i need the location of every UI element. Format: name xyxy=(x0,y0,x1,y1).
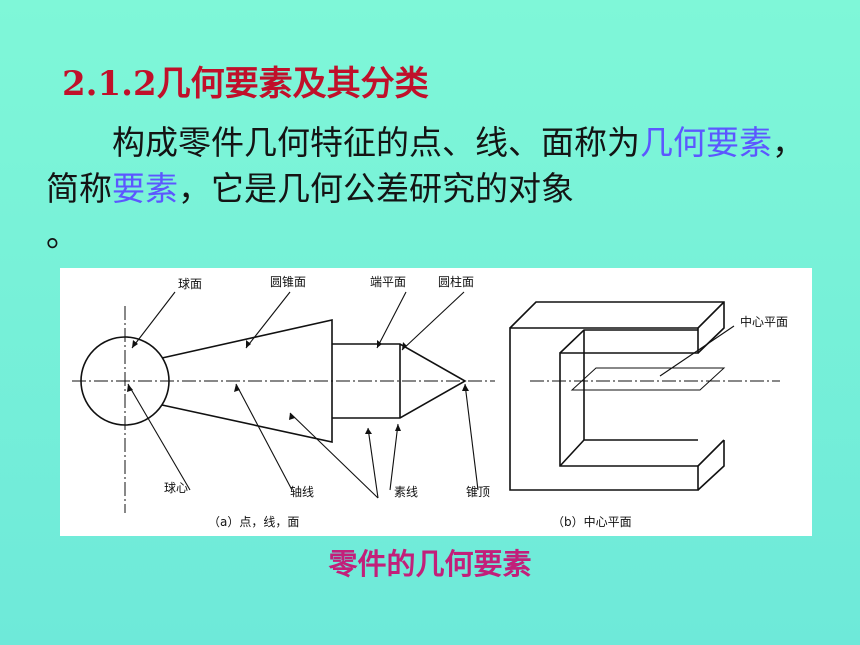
label-sphere-center: 球心 xyxy=(164,481,188,495)
paragraph-text-4: 。 xyxy=(46,215,79,254)
label-cylinder-surface: 圆柱面 xyxy=(438,274,474,289)
body-paragraph: 构成零件几何特征的点、线、面称为几何要素，简称要素，它是几何公差研究的对象。 xyxy=(46,120,806,258)
figure-caption: 零件的几何要素 xyxy=(328,547,532,581)
highlight-geometric-elements: 几何要素 xyxy=(640,123,772,162)
slide-title: 2.1.2几何要素及其分类 xyxy=(62,64,429,104)
paragraph-text-1: 构成零件几何特征的点、线、面称为 xyxy=(112,123,640,162)
paragraph-text-2: ，简称 xyxy=(46,123,805,208)
paragraph-text-3: ，它是几何公差研究的对象 xyxy=(178,169,574,208)
subcaption-b: （b）中心平面 xyxy=(552,514,632,529)
label-cone-apex: 锥顶 xyxy=(466,485,490,499)
geometric-elements-figure: 球面 圆锥面 端平面 圆柱面 中心平面 球心 轴线 素线 锥顶 （a）点，线，面… xyxy=(60,268,812,536)
label-axis: 轴线 xyxy=(290,484,314,499)
figure-drawing: 球面 圆锥面 端平面 圆柱面 中心平面 球心 轴线 素线 锥顶 （a）点，线，面… xyxy=(72,274,788,529)
subcaption-a: （a）点，线，面 xyxy=(208,515,299,529)
label-center-plane: 中心平面 xyxy=(740,314,788,329)
highlight-elements: 要素 xyxy=(112,169,178,208)
label-sphere-surface: 球面 xyxy=(178,277,202,291)
channel-shape xyxy=(509,301,726,491)
label-end-plane: 端平面 xyxy=(370,275,406,289)
label-cone-surface: 圆锥面 xyxy=(270,275,306,289)
label-generatrix: 素线 xyxy=(394,485,418,499)
